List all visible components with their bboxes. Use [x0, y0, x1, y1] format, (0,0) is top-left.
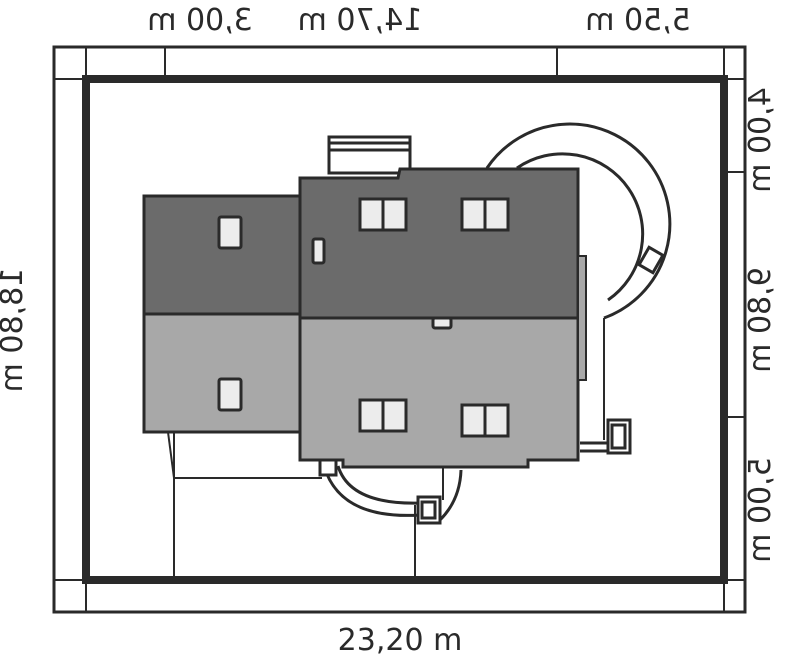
skylight [460, 197, 487, 232]
dim-right-1: 4,00 m [743, 87, 778, 193]
dim-bottom: 23,20 m [338, 623, 463, 658]
dim-top-1: 3,00 m [147, 3, 253, 38]
skylight [358, 398, 385, 433]
roof-left-wing [142, 194, 302, 434]
dim-top-3: 5,50 m [585, 3, 691, 38]
entrance-stairs [327, 135, 412, 175]
steps [318, 245, 665, 525]
skylight [460, 403, 487, 438]
roof-vent [431, 316, 453, 330]
skylight [217, 377, 243, 412]
skylight [358, 197, 385, 232]
dim-right-2: 9,80 m [743, 267, 778, 373]
roof-vent [311, 237, 326, 265]
roof-windows [217, 197, 510, 438]
dim-right-3: 5,00 m [743, 457, 778, 563]
plot-outer-frame [52, 45, 747, 614]
site-lines [167, 318, 605, 580]
terrace-arc-top [322, 122, 672, 522]
dimension-lines [54, 47, 745, 612]
dim-left: 18,80 m [0, 268, 30, 393]
dim-top-2: 14,70 m [298, 3, 423, 38]
skylight [217, 215, 243, 250]
